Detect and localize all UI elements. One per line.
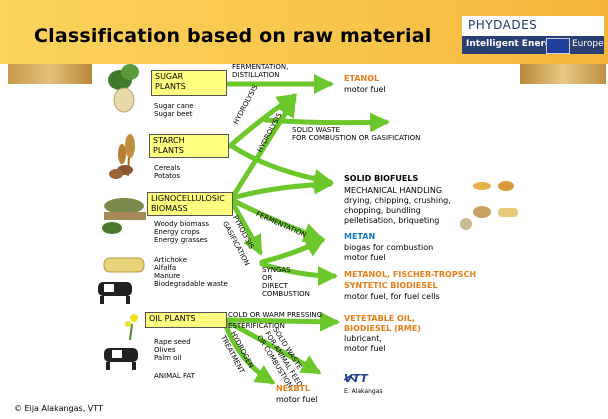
product-biodiesel-rme: BIODIESEL (RME) — [344, 324, 421, 333]
process-esterification: ESTERIFICATION — [228, 322, 285, 330]
starch-label-1: STARCH — [153, 136, 185, 145]
oil-label: OIL PLANTS — [149, 314, 196, 323]
methanol-use: motor fuel, for fuel cells — [344, 292, 440, 301]
arrow-ligno-metan — [229, 197, 324, 243]
box-starch-plants: STARCH PLANTS — [149, 134, 229, 158]
veg-use-2: motor fuel — [344, 344, 386, 353]
vtt-author: E. Alakangas — [344, 388, 383, 395]
logo-bar: Intelligent Energy Europe — [462, 36, 604, 54]
rapeseed-icon — [125, 314, 138, 341]
sugar-label-1: SUGAR — [155, 72, 184, 81]
sugar-example-2: Sugar beet — [154, 110, 193, 118]
product-methanol-ft: METANOL, FISCHER-TROPSCH — [344, 270, 477, 279]
ligno-example-2: Energy crops — [154, 228, 200, 236]
pellets-photo-left — [8, 64, 92, 84]
syngas-4: COMBUSTION — [262, 290, 310, 298]
ligno-label-2: BIOMASS — [151, 204, 188, 213]
logo-tagline: Intelligent Energy — [466, 39, 558, 49]
solid-line-3: chopping, bundling — [344, 206, 421, 215]
solid-line-1: MECHANICAL HANDLING — [344, 186, 443, 195]
eu-flag-icon — [546, 38, 570, 54]
oil-example-2: Olives — [154, 346, 176, 354]
straw-bale-icon — [103, 257, 145, 273]
sugar-beet-icon — [108, 64, 139, 113]
ligno-example-3: Energy grasses — [154, 236, 208, 244]
product-vegetable-oil: VETETABLE OIL, — [344, 314, 415, 323]
syngas-1: SYNGAS — [262, 266, 291, 274]
cow-icon-oil — [104, 348, 138, 370]
arrow-ligno-hydro — [229, 96, 297, 201]
pellets-photo-right — [520, 64, 606, 84]
starch-label-2: PLANTS — [153, 146, 184, 155]
product-nexbtl: NExBTL — [276, 384, 310, 393]
arrow-ligno-solid — [229, 174, 334, 201]
arrow-syngas-methanol — [259, 261, 338, 286]
logo-name: PHYDADES — [468, 18, 538, 32]
process-distillation: DISTILLATION — [232, 71, 280, 79]
nexbtl-use: motor fuel — [276, 395, 318, 404]
starch-example-2: Potatos — [154, 172, 180, 180]
cow-icon — [98, 282, 132, 304]
sugar-label-2: PLANTS — [155, 82, 186, 91]
syngas-2: OR — [262, 274, 273, 282]
woody-biomass-icon — [102, 198, 146, 234]
process-fermentation: FERMENTATION, — [232, 63, 289, 71]
logo-region: Europe — [572, 39, 604, 49]
arrow-oil-nexbtl — [223, 323, 276, 385]
arrow-syngas-metan — [259, 237, 326, 265]
ligno-label-1: LIGNOCELLULOSIC — [151, 194, 225, 203]
product-etanol-use: motor fuel — [344, 85, 386, 94]
box-lignocellulosic: LIGNOCELLULOSIC BIOMASS — [147, 192, 233, 216]
ligno-example-1: Woody biomass — [154, 220, 209, 228]
product-metan: METAN — [344, 232, 376, 241]
phydades-logo: PHYDADES Intelligent Energy Europe — [462, 16, 604, 54]
box-oil-plants: OIL PLANTS — [145, 312, 227, 328]
arrow-ligno-syngas — [229, 199, 263, 256]
product-synthetic-biodiesel: SYNTETIC BIODIESEL — [344, 281, 438, 290]
ligno-example-7: Biodegradable waste — [154, 280, 228, 288]
vtt-logo-icon — [343, 375, 357, 383]
sugar-example-1: Sugar cane — [154, 102, 194, 110]
box-sugar-plants: SUGAR PLANTS — [151, 70, 227, 96]
product-solid-biofuels: SOLID BIOFUELS — [344, 174, 419, 183]
oil-example-animal-fat: ANIMAL FAT — [154, 372, 195, 380]
cereal-icon — [109, 134, 135, 179]
oil-example-3: Palm oil — [154, 354, 182, 362]
arrow-oil-veg — [225, 311, 340, 332]
starch-example-1: Cereals — [154, 164, 181, 172]
oil-example-1: Rape seed — [154, 338, 191, 346]
chips-icon — [460, 181, 518, 230]
solid-waste-top-1: SOLID WASTE — [292, 126, 341, 134]
vtt-logo: VTT — [344, 372, 368, 385]
veg-use-1: lubricant, — [344, 334, 382, 343]
ligno-example-4: Artichoke — [154, 256, 188, 264]
ligno-example-5: Alfalfa — [154, 264, 177, 272]
syngas-3: DIRECT — [262, 282, 288, 290]
arrow-oil-waste — [225, 319, 322, 375]
metan-line-2: motor fuel — [344, 253, 386, 262]
metan-line-1: biogas for combustion — [344, 243, 434, 252]
arrow-hydro-solidwaste — [263, 112, 390, 133]
solid-line-4: pelletisation, briqueting — [344, 216, 440, 225]
process-cold-warm-pressing: COLD OR WARM PRESSING — [228, 311, 323, 319]
slide-title: Classification based on raw material — [34, 25, 432, 47]
ligno-example-6: Manure — [154, 272, 181, 280]
product-etanol: ETANOL — [344, 74, 380, 83]
solid-waste-top-2: FOR COMBUSTION OR GASIFICATION — [292, 134, 421, 142]
solid-line-2: drying, chipping, crushing, — [344, 196, 451, 205]
footer-copyright: © Eija Alakangas, VTT — [14, 404, 103, 413]
